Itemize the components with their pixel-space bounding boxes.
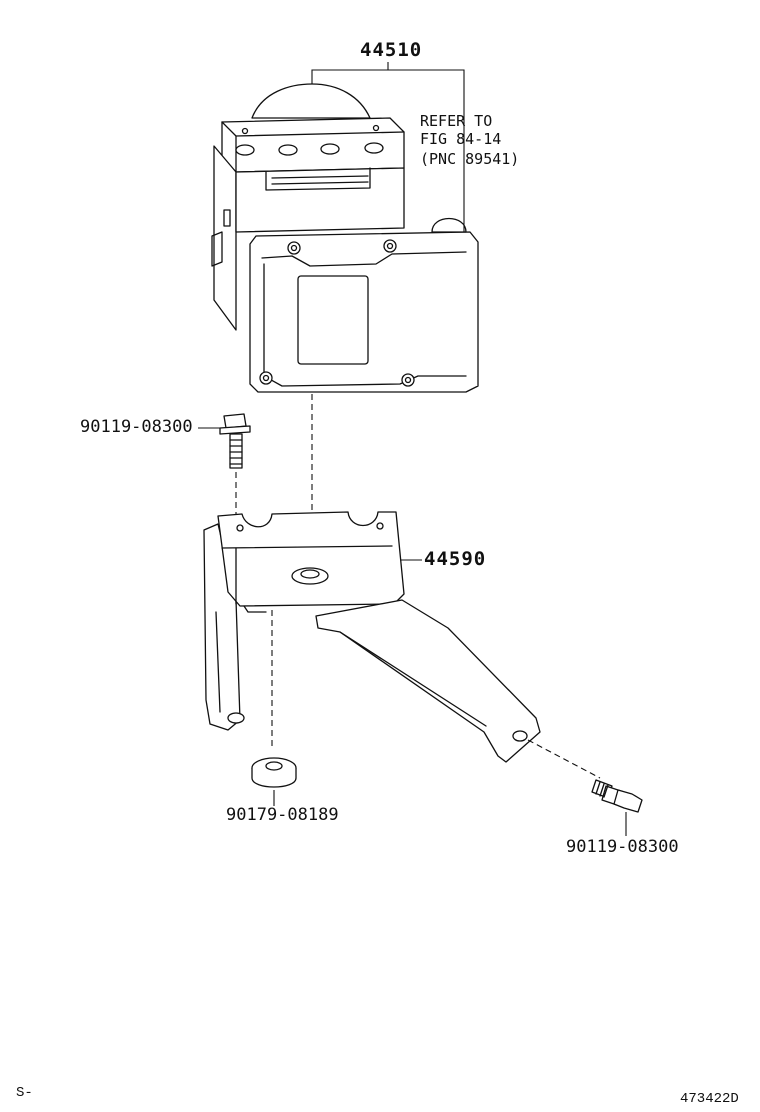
bolt-upper-drawing: [219, 413, 251, 469]
reference-note-line3: (PNC 89541): [420, 150, 519, 168]
bracket-drawing: [203, 511, 541, 763]
alignment-line-lower-bolt: [527, 739, 601, 779]
part-number-abs-actuator: 44510: [360, 39, 422, 61]
leader-lines: [198, 62, 627, 836]
part-number-bolt-lower: 90119-08300: [566, 837, 679, 857]
cushion-drawing: [251, 757, 297, 788]
part-number-bolt-upper: 90119-08300: [80, 417, 193, 437]
corner-code-left: S-: [16, 1085, 33, 1101]
part-number-bracket: 44590: [424, 548, 486, 570]
abs-actuator-drawing: [211, 83, 479, 393]
reference-note-line2: FIG 84-14: [420, 130, 501, 148]
bolt-lower-drawing: [591, 779, 643, 813]
reference-note-line1: REFER TO: [420, 112, 492, 130]
corner-code-right: 473422D: [680, 1091, 739, 1107]
part-number-cushion: 90179-08189: [226, 805, 339, 825]
